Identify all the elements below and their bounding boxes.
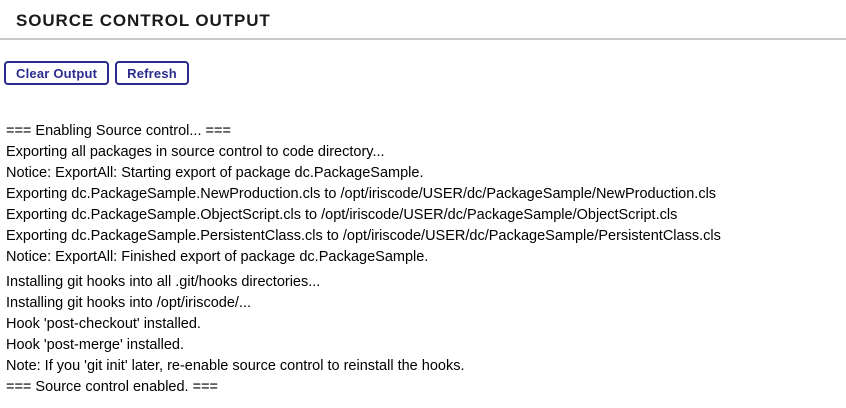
output-log-line: Notice: ExportAll: Finished export of pa… — [6, 249, 429, 265]
output-log-line: Exporting all packages in source control… — [6, 144, 385, 160]
page-header: SOURCE CONTROL OUTPUT — [0, 0, 846, 40]
output-log: === Enabling Source control... === Export… — [6, 121, 842, 398]
output-log-line: === Enabling Source control... === — [6, 123, 231, 139]
output-toolbar: Clear Output Refresh — [4, 61, 189, 85]
output-log-line: Notice: ExportAll: Starting export of pa… — [6, 165, 424, 181]
output-log-line: Exporting dc.PackageSample.NewProduction… — [6, 186, 717, 202]
output-log-line: Note: If you 'git init' later, re-enable… — [6, 358, 465, 374]
output-log-line: Exporting dc.PackageSample.ObjectScript.… — [6, 207, 678, 223]
output-log-line: Hook 'post-merge' installed. — [6, 337, 185, 353]
output-log-line: Hook 'post-checkout' installed. — [6, 316, 201, 332]
output-log-line: === Source control enabled. === — [6, 379, 219, 395]
output-log-line: Exporting dc.PackageSample.PersistentCla… — [6, 228, 721, 244]
refresh-button[interactable]: Refresh — [115, 61, 189, 85]
header-divider — [0, 38, 846, 40]
clear-output-button[interactable]: Clear Output — [4, 61, 110, 85]
page-title: SOURCE CONTROL OUTPUT — [16, 11, 271, 30]
output-log-line: Installing git hooks into /opt/iriscode/… — [6, 295, 252, 311]
output-log-line: Installing git hooks into all .git/hooks… — [6, 274, 321, 290]
